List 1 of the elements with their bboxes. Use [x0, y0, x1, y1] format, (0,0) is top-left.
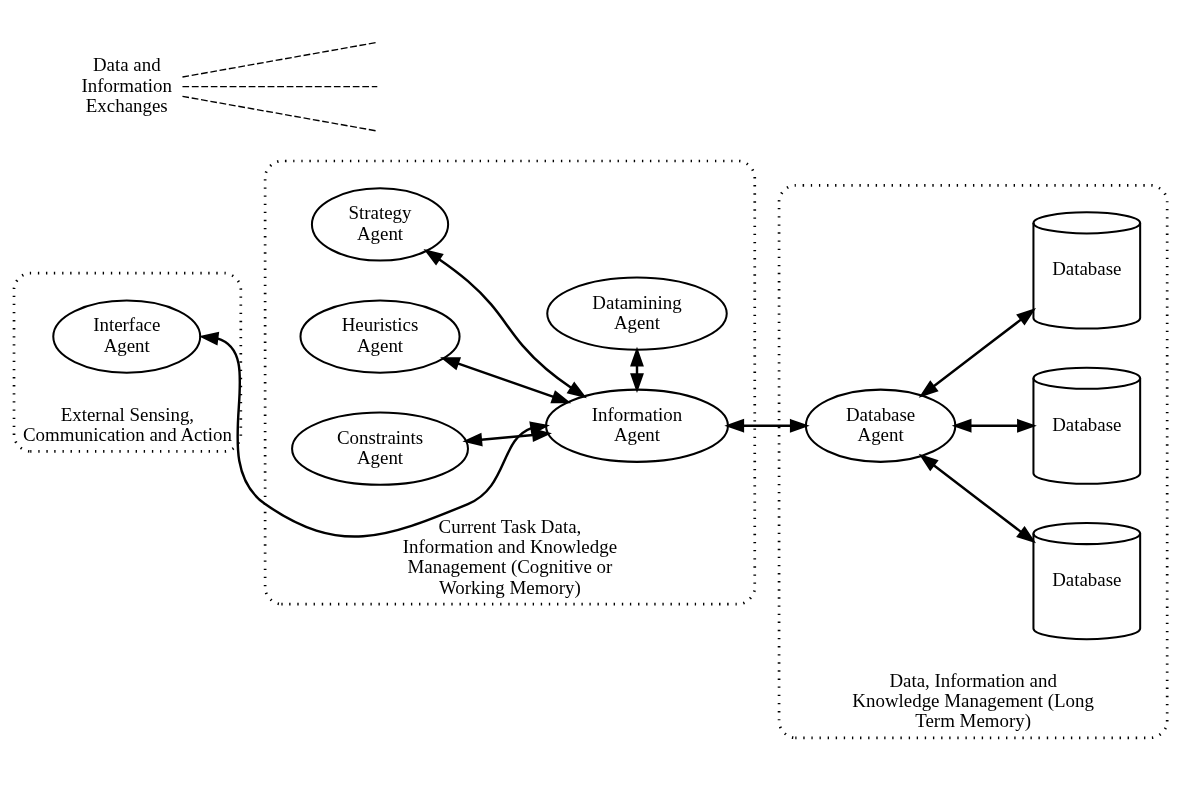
node-text: Data and Information Exchanges [81, 53, 172, 116]
